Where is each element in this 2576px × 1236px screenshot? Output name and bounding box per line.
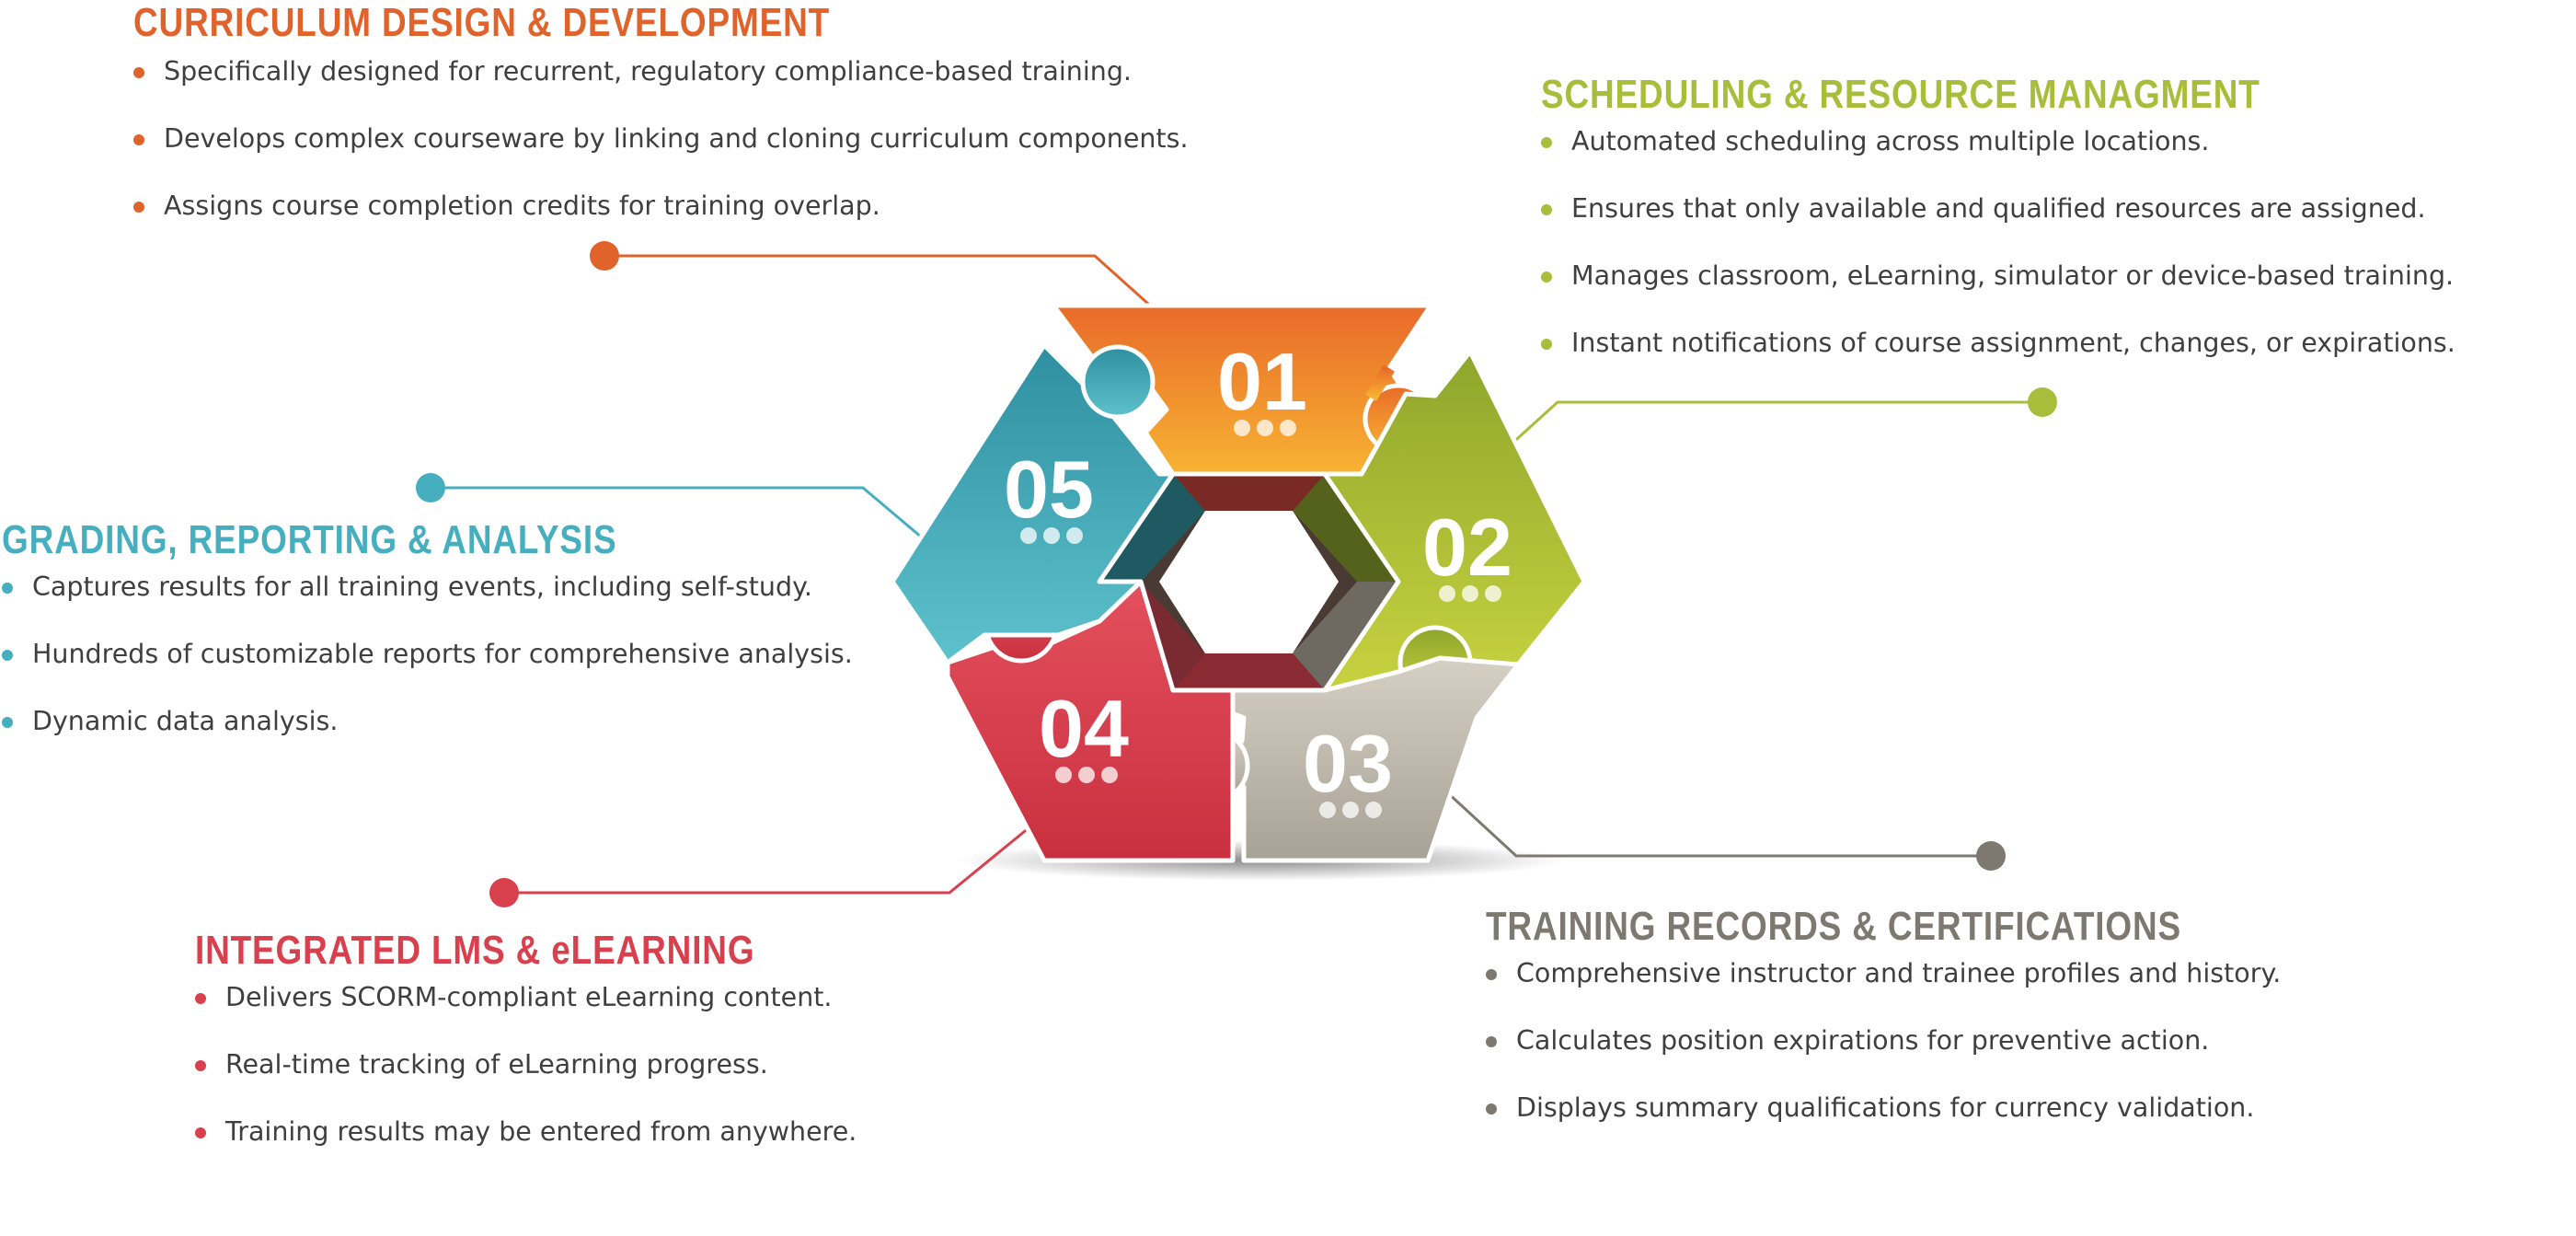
list-item: Displays summary qualifications for curr…: [1486, 1090, 2314, 1157]
dot-curriculum: [590, 241, 619, 271]
list-item: Comprehensive instructor and trainee pro…: [1486, 955, 2314, 1022]
puzzle-number-01: 01: [1217, 336, 1307, 427]
dot-records: [1976, 841, 2006, 871]
center-hole: [1159, 511, 1339, 653]
bullet-dot-icon: [1486, 1103, 1497, 1115]
bullet-dot-icon: [2, 717, 13, 728]
section-title: GRADING, REPORTING & ANALYSIS: [2, 517, 617, 562]
ellipsis-dots-icon: [1319, 802, 1382, 818]
list-item: Delivers SCORM-compliant eLearning conte…: [195, 979, 861, 1046]
ellipsis-dots-icon: [1055, 767, 1118, 783]
list-item: Assigns course completion credits for tr…: [133, 188, 1189, 255]
connector-lines: [431, 254, 2042, 895]
connector-grading: [431, 486, 935, 549]
bullet-dot-icon: [2, 583, 13, 594]
bullet-dot-icon: [195, 1127, 206, 1138]
section-lms: INTEGRATED LMS & eLEARNING Delivers SCOR…: [195, 928, 861, 1181]
puzzle-number-02: 02: [1422, 502, 1512, 593]
list-item: Real-time tracking of eLearning progress…: [195, 1046, 861, 1114]
bullet-dot-icon: [1541, 271, 1552, 283]
connector-end-dots: [416, 241, 2057, 907]
bullet-list: Specifically designed for recurrent, reg…: [133, 53, 1189, 255]
bullet-list: Comprehensive instructor and trainee pro…: [1486, 955, 2314, 1157]
bullet-dot-icon: [1486, 1036, 1497, 1047]
bullet-dot-icon: [1541, 204, 1552, 215]
section-title: INTEGRATED LMS & eLEARNING: [195, 928, 755, 973]
ellipsis-dots-icon: [1234, 420, 1296, 436]
list-item: Develops complex courseware by linking a…: [133, 121, 1189, 188]
puzzle-number-05: 05: [1004, 444, 1094, 535]
section-title: TRAINING RECORDS & CERTIFICATIONS: [1486, 904, 2181, 949]
bullet-list: Delivers SCORM-compliant eLearning conte…: [195, 979, 861, 1181]
bullet-list: Captures results for all training events…: [2, 569, 853, 770]
list-item: Hundreds of customizable reports for com…: [2, 636, 853, 703]
puzzle-number-04: 04: [1039, 683, 1129, 774]
ellipsis-dots-icon: [1020, 527, 1083, 544]
bullet-dot-icon: [133, 134, 144, 145]
dot-scheduling: [2028, 387, 2057, 417]
dot-grading: [416, 473, 445, 502]
list-item: Specifically designed for recurrent, reg…: [133, 53, 1189, 121]
bullet-dot-icon: [2, 650, 13, 661]
ellipsis-dots-icon: [1439, 585, 1501, 602]
connector-curriculum: [604, 254, 1168, 322]
bullet-list: Automated scheduling across multiple loc…: [1541, 123, 2455, 392]
list-item: Automated scheduling across multiple loc…: [1541, 123, 2455, 191]
list-item: Manages classroom, eLearning, simulator …: [1541, 258, 2455, 325]
section-title: SCHEDULING & RESOURCE MANAGMENT: [1541, 72, 2260, 117]
bullet-dot-icon: [195, 1060, 206, 1071]
list-item: Calculates position expirations for prev…: [1486, 1022, 2314, 1090]
list-item: Training results may be entered from any…: [195, 1114, 861, 1181]
dot-lms: [489, 878, 519, 907]
connector-records: [1444, 790, 1991, 858]
puzzle-piece-05: [890, 342, 1176, 665]
bullet-dot-icon: [1486, 969, 1497, 980]
section-grading: GRADING, REPORTING & ANALYSIS Captures r…: [2, 517, 853, 770]
bullet-dot-icon: [1541, 137, 1552, 148]
connector-scheduling: [1487, 400, 2042, 467]
list-item: Instant notifications of course assignme…: [1541, 325, 2455, 392]
section-records: TRAINING RECORDS & CERTIFICATIONS Compre…: [1486, 904, 2314, 1157]
section-title: CURRICULUM DESIGN & DEVELOPMENT: [133, 0, 831, 45]
list-item: Captures results for all training events…: [2, 569, 853, 636]
connector-lms: [504, 817, 1041, 895]
list-item: Ensures that only available and qualifie…: [1541, 191, 2455, 258]
bullet-dot-icon: [195, 993, 206, 1004]
puzzle-number-03: 03: [1303, 718, 1393, 809]
bullet-dot-icon: [133, 202, 144, 213]
section-curriculum: CURRICULUM DESIGN & DEVELOPMENT Specific…: [133, 0, 1189, 255]
section-scheduling: SCHEDULING & RESOURCE MANAGMENT Automate…: [1541, 72, 2455, 392]
bullet-dot-icon: [1541, 339, 1552, 350]
bullet-dot-icon: [133, 67, 144, 78]
list-item: Dynamic data analysis.: [2, 703, 853, 770]
